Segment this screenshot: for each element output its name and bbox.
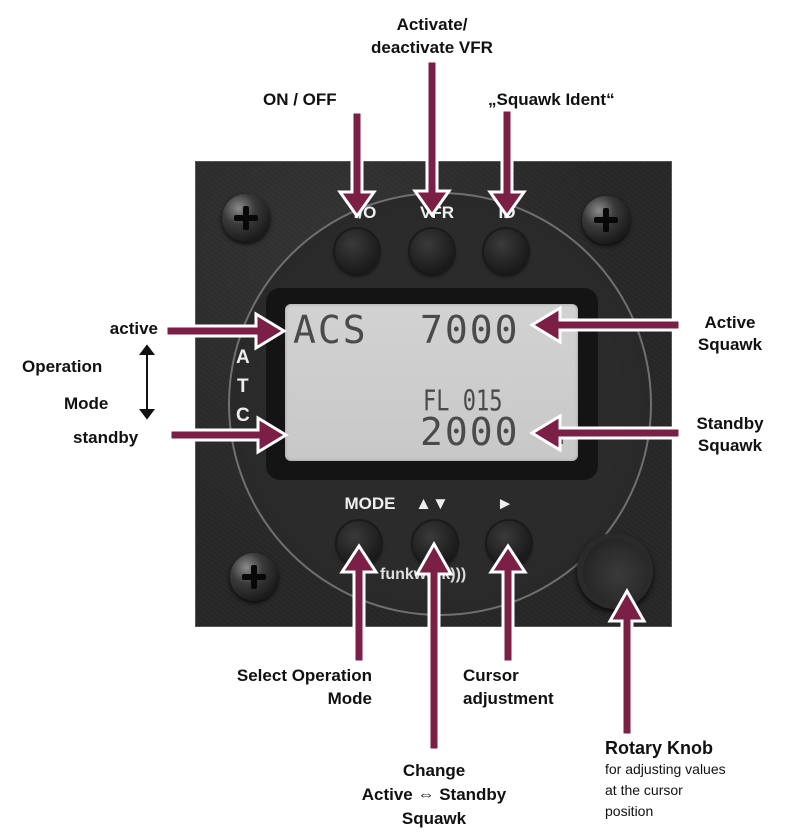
atc-letter-t: T [237,376,249,397]
active-label: active [109,319,158,338]
atc-letter-a: A [236,347,250,368]
standby-label: standby [73,428,139,447]
change-label-3: Squawk [401,809,467,828]
rotary-knob[interactable] [577,533,653,609]
mode-button-label: MODE [344,494,396,513]
vfr-label-line1: Activate/ [396,15,468,34]
vfr-button[interactable] [410,229,454,273]
standby-squawk-label-1: Standby [696,414,764,433]
standby-squawk-label-2: Squawk [697,436,763,455]
rotary-knob-desc-3: position [605,803,654,819]
vfr-label-line2: deactivate VFR [371,38,493,57]
rotary-knob-desc-2: at the cursor [605,782,683,798]
rotary-knob-title: Rotary Knob [605,738,713,758]
atc-letter-c: C [236,405,250,426]
change-label-2: Active ⇔ Standby [361,785,507,804]
operation-label: Operation [22,357,103,376]
id-button-label: ID [498,203,516,222]
lcd-display: ACS 7000 FL 015 2000 Γ [285,304,578,461]
lcd-flight-level: FL 015 [423,386,503,419]
on-off-label: ON / OFF [263,90,337,109]
select-mode-label-2: Mode [327,689,372,708]
io-power-button[interactable] [335,229,379,273]
mode-label: Mode [64,394,109,413]
select-mode-label-1: Select Operation [236,666,372,685]
cursor-button-label: ► [496,494,514,513]
cursor-label-2: adjustment [463,689,554,708]
vfr-button-label: VFR [420,203,454,222]
lcd-standby-squawk: 2000 [420,410,520,454]
screw-icon [230,553,278,601]
squawk-ident-label: „Squawk Ident“ [488,90,615,109]
change-label-1: Change [402,761,466,780]
funkwerk-logo: funkwerk))) [380,566,467,583]
screw-icon [222,194,270,242]
double-arrow-icon [139,344,155,420]
mode-button[interactable] [337,521,381,565]
screw-icon [582,196,630,244]
lcd-cursor: Γ [558,422,575,450]
ident-button[interactable] [484,229,528,273]
swap-button-label: ▲▼ [415,494,449,513]
active-squawk-label-2: Squawk [697,335,763,354]
active-squawk-label-1: Active [704,313,756,332]
lcd-active-squawk: 7000 [420,308,520,352]
cursor-button[interactable] [487,521,531,565]
rotary-knob-desc-1: for adjusting values [605,761,726,777]
swap-active-standby-button[interactable] [413,521,457,565]
io-button-label: I/O [353,203,377,222]
lcd-mode: ACS [293,308,368,352]
cursor-label-1: Cursor [463,666,519,685]
